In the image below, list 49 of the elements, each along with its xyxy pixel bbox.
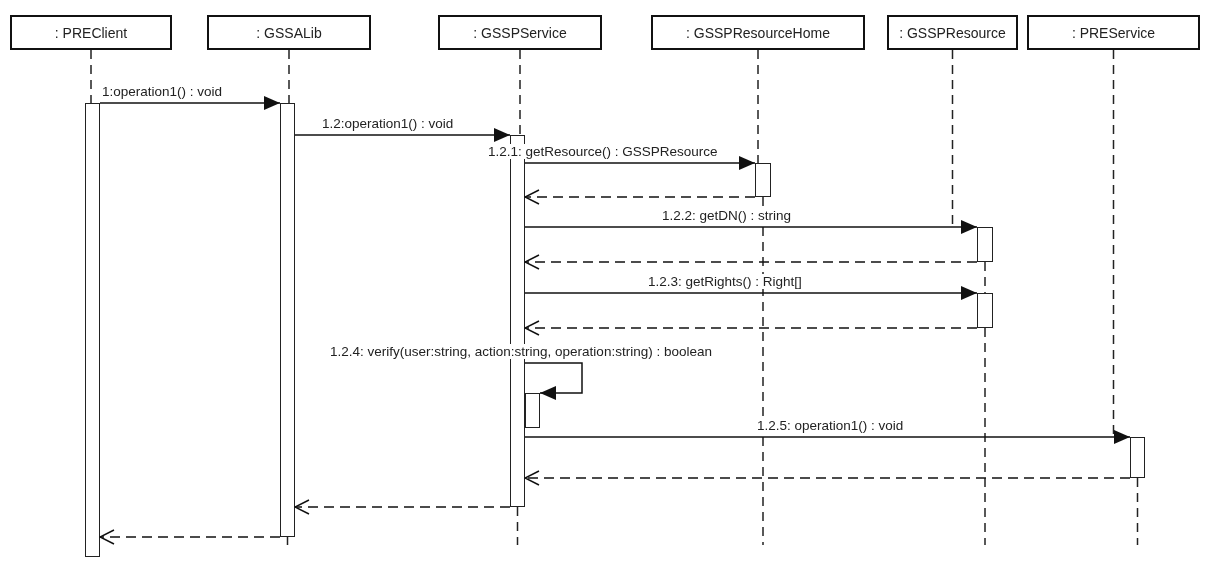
message-arrow (99, 96, 281, 110)
object-name: : GSSPService (473, 24, 567, 41)
lifeline (286, 536, 289, 546)
activation-bar (755, 163, 771, 197)
object-name: : GSSALib (256, 24, 322, 41)
return-arrow (524, 320, 978, 336)
lifeline (516, 506, 519, 546)
return-arrow (524, 189, 756, 205)
activation-bar (977, 227, 993, 262)
edge-label: 1:operation1() : void (101, 84, 224, 99)
return-arrow (524, 470, 1131, 486)
activation-bar (525, 393, 540, 428)
message-arrow (524, 430, 1131, 444)
message-arrow (524, 156, 756, 170)
edge-label: 1.2.1: getResource() : GSSPResource (487, 144, 719, 159)
lifeline (1136, 477, 1139, 546)
edge-label: 1.2.5: operation1() : void (756, 418, 905, 433)
edge-label: 1.2:operation1() : void (321, 116, 455, 131)
activation-bar (977, 293, 993, 328)
activation-bar (85, 103, 100, 557)
activation-bar (280, 103, 295, 537)
lifeline (762, 196, 764, 546)
edge-label: 1.2.2: getDN() : string (661, 208, 793, 223)
lifeline-head (207, 15, 371, 50)
return-arrow (294, 499, 511, 515)
lifeline (288, 49, 290, 104)
lifeline (90, 49, 92, 104)
lifeline (519, 49, 521, 136)
object-name: : PREClient (54, 24, 128, 41)
lifeline (984, 327, 986, 546)
object-name: : GSSPResourceHome (686, 24, 830, 41)
edge-label: 1.2.3: getRights() : Right[] (647, 274, 803, 289)
lifeline (984, 261, 986, 294)
lifeline-head (438, 15, 602, 50)
message-arrow (524, 220, 978, 234)
return-arrow (99, 529, 281, 545)
object-name: : GSSPResource (899, 24, 1006, 41)
message-arrow (524, 286, 978, 300)
lifeline-head (1027, 15, 1200, 50)
lifeline (757, 49, 759, 164)
return-arrow (524, 254, 978, 270)
lifeline-head (10, 15, 172, 50)
edge-label: 1.2.4: verify(user:string, action:string, operation:string) : boolean (329, 344, 713, 359)
activation-bar (1130, 437, 1145, 478)
message-arrow (294, 128, 511, 142)
object-name: : PREService (1071, 24, 1156, 41)
lifeline-head (651, 15, 865, 50)
message-arrow (524, 362, 583, 400)
lifeline-head (887, 15, 1018, 50)
